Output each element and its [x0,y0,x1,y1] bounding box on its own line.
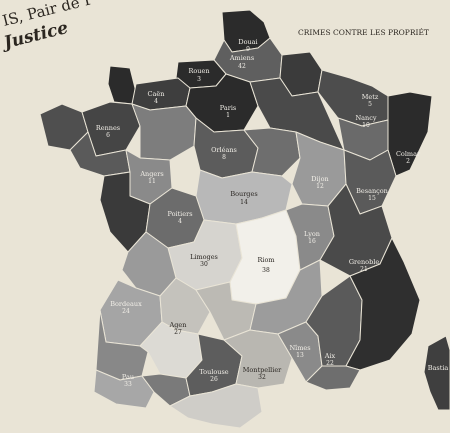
label-paris-name: Paris [220,104,236,112]
france-departments [39,9,433,429]
label-amiens-value: 42 [238,63,246,70]
label-montpellier-value: 32 [258,374,266,381]
label-orleans-name: Orléans [211,146,237,154]
label-aix-name: Aix [324,352,336,360]
label-colmar-name: Colmar [396,150,421,158]
label-rouen-name: Rouen [188,67,209,75]
label-poitiers-name: Poitiers [167,210,192,218]
label-bourges-value: 14 [240,199,248,206]
label-rennes-name: Rennes [96,124,120,132]
label-pau-name: Pau [122,373,134,381]
label-amiens-name: Amiens [229,54,254,62]
label-bastia-name: Bastia [428,364,449,372]
label-rouen-value: 3 [197,76,201,83]
label-angers-value: 11 [148,178,156,185]
dept-var [345,237,421,371]
label-pau-value: 33 [124,381,132,388]
label-paris-value: 1 [226,112,230,119]
label-aix-value: 22 [326,360,334,367]
label-dijon-name: Dijon [311,175,328,183]
label-dijon-value: 12 [316,183,324,190]
label-riom-value: 38 [262,267,270,274]
label-douai-value: 9 [246,46,250,53]
label-nimes-value: 13 [296,352,304,359]
label-limoges-name: Limoges [190,253,218,261]
label-nancy-value: 10 [362,122,370,129]
label-besancon-value: 15 [368,195,376,202]
label-toulouse-name: Toulouse [199,368,228,376]
label-grenoble-name: Grenoble [349,258,379,266]
label-lyon-name: Lyon [304,230,320,238]
label-orleans-value: 8 [222,154,226,161]
label-grenoble-value: 21 [360,266,368,273]
label-lyon-value: 16 [308,238,316,245]
label-poitiers-value: 4 [178,218,182,225]
corsica [423,335,450,411]
dept-alsace [387,91,433,177]
label-toulouse-value: 26 [210,376,218,383]
label-agen-name: Agen [169,321,187,329]
dept-vaucluse [305,365,361,391]
label-besancon-name: Besançon [356,187,388,195]
dept-pau [93,369,155,409]
map-title: CRIMES CONTRE LES PROPRIÉT [298,28,429,37]
dept-aude [169,383,263,429]
label-caen-value: 4 [154,98,158,105]
city-labels: Rouen 3 Douai 9 Amiens 42 Caën 4 Metz 5 … [96,38,449,388]
label-agen-value: 27 [174,329,182,336]
dept-yonne [243,127,301,177]
label-bordeaux-name: Bordeaux [110,300,142,308]
label-rennes-value: 6 [106,132,110,139]
label-limoges-value: 30 [200,261,208,268]
dept-manche [107,65,137,105]
dept-maine [131,103,197,161]
label-metz-name: Metz [362,93,379,101]
label-bourges-name: Bourges [230,190,257,198]
label-montpellier-name: Montpellier [243,366,282,374]
label-douai-name: Douai [238,38,257,46]
header-top-left: IS, Pair de F Justice [0,0,96,54]
label-caen-name: Caën [148,90,165,98]
label-nimes-name: Nîmes [289,344,310,352]
label-colmar-value: 2 [406,158,410,165]
dept-montpellier [223,329,293,389]
label-bordeaux-value: 24 [122,308,130,315]
label-nancy-name: Nancy [355,114,376,122]
label-angers-name: Angers [139,170,163,178]
label-metz-value: 5 [368,101,372,108]
label-riom-name: Riom [257,256,274,264]
